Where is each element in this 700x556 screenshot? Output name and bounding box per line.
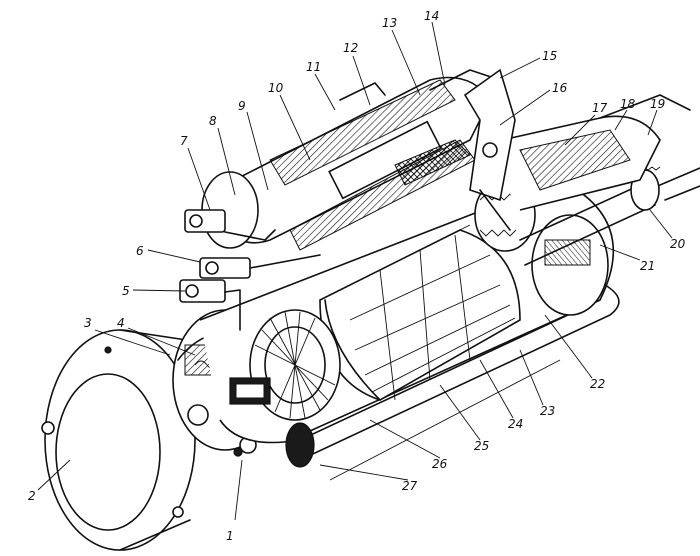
- callout-12: 12: [343, 41, 358, 55]
- callout-10: 10: [268, 81, 284, 95]
- callout-19: 19: [650, 97, 665, 111]
- armature-core: [319, 224, 521, 401]
- leader-lines: [37, 21, 673, 521]
- callout-3: 3: [84, 316, 92, 330]
- callout-16: 16: [552, 81, 568, 95]
- callout-2: 2: [28, 489, 36, 503]
- callout-17: 17: [592, 101, 608, 115]
- callout-26: 26: [432, 457, 448, 471]
- callout-24: 24: [508, 417, 523, 431]
- drive-housing: [479, 94, 691, 211]
- terminals: [179, 209, 321, 331]
- callout-23: 23: [540, 404, 555, 418]
- callout-11: 11: [306, 60, 321, 74]
- callout-25: 25: [474, 439, 489, 453]
- callout-labels: 1 2 3 4 5 6 7 8 9 10 11 12 13 14 15 16 1…: [28, 9, 686, 543]
- callout-15: 15: [542, 49, 557, 63]
- end-cap: [41, 329, 201, 551]
- callout-14: 14: [424, 9, 439, 23]
- callout-27: 27: [402, 479, 418, 493]
- callout-20: 20: [670, 237, 686, 251]
- callout-8: 8: [209, 114, 217, 128]
- callout-22: 22: [590, 377, 605, 391]
- callout-18: 18: [620, 97, 636, 111]
- callout-13: 13: [382, 16, 397, 30]
- shift-lever: [463, 68, 516, 231]
- callout-9: 9: [238, 99, 246, 113]
- callout-1: 1: [226, 529, 234, 543]
- callout-5: 5: [122, 284, 130, 298]
- callout-6: 6: [136, 244, 144, 258]
- callout-4: 4: [117, 316, 125, 330]
- callout-21: 21: [640, 259, 655, 273]
- commutator: [229, 309, 341, 421]
- solenoid: [201, 69, 506, 251]
- callout-7: 7: [180, 134, 188, 148]
